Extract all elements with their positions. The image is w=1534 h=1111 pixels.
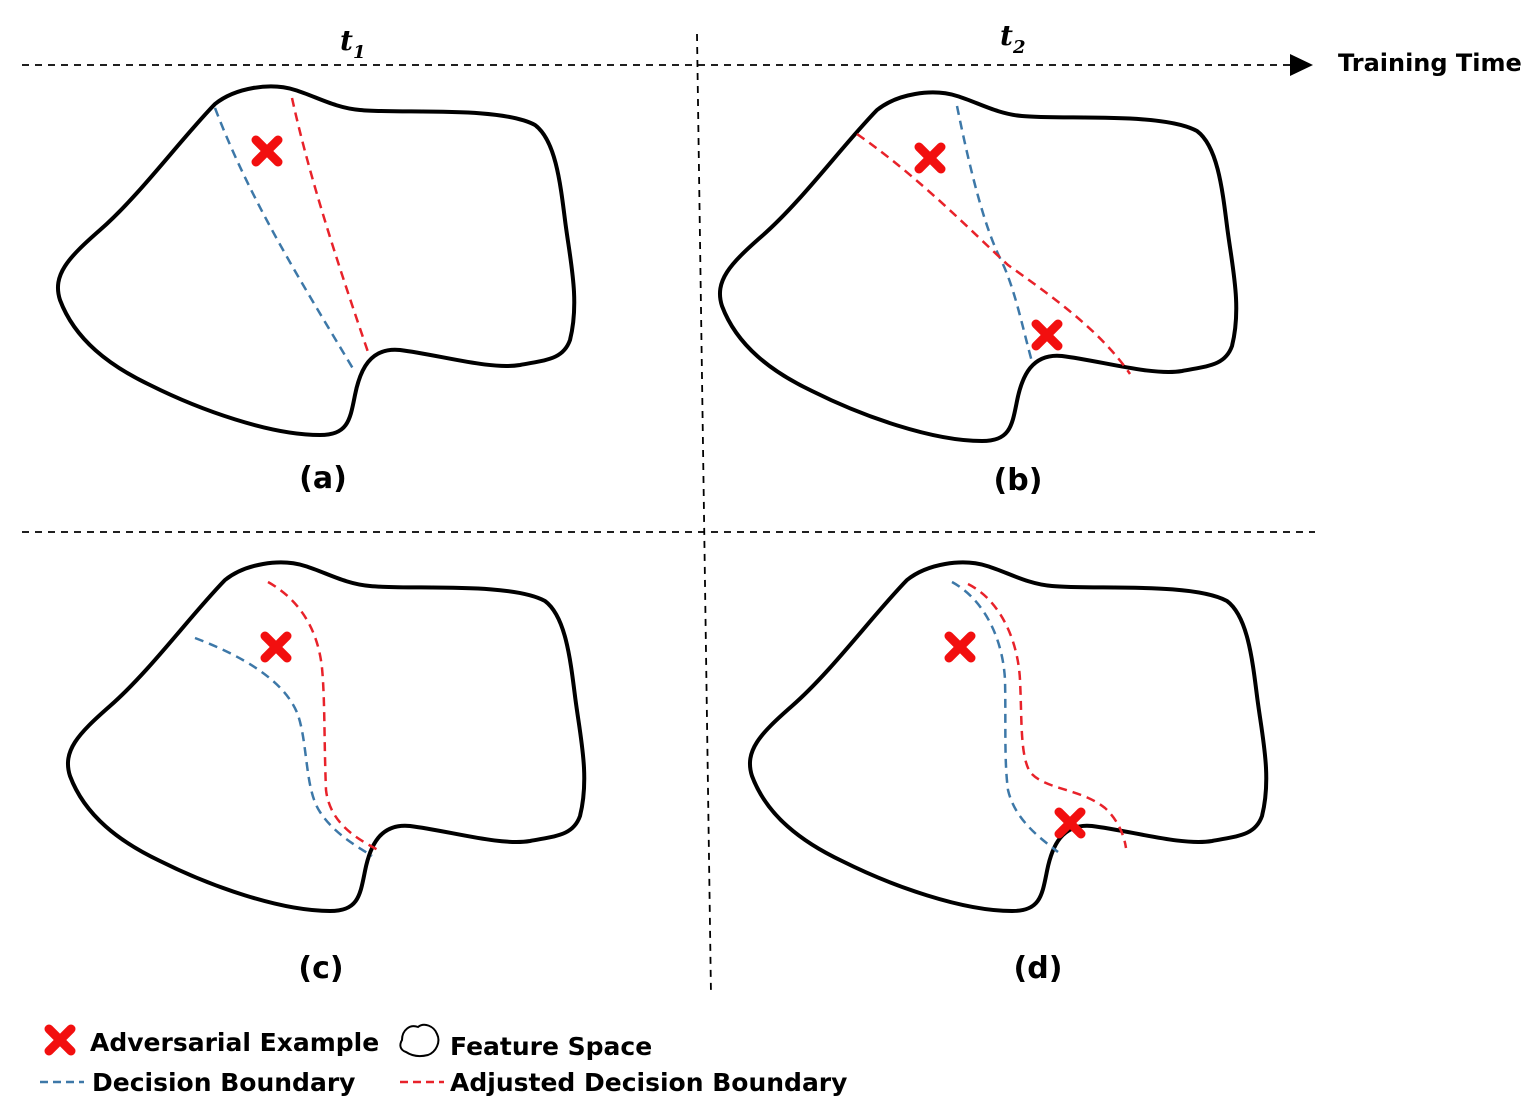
arrow-right-icon — [1290, 54, 1313, 76]
panel-c: (c) — [65, 560, 587, 986]
panel-label-a: (a) — [299, 461, 347, 496]
decision-boundary-line — [213, 107, 357, 373]
panel-a: (a) — [55, 84, 577, 496]
adversarial-example-icon — [49, 1029, 71, 1051]
decision-boundary-line — [194, 636, 373, 858]
adjusted-boundary-line — [290, 97, 370, 353]
adjusted-boundary-line — [267, 580, 379, 852]
decision-boundary-line — [951, 580, 1059, 853]
panel-label-d: (d) — [1014, 951, 1063, 986]
feature-space-outline — [55, 84, 577, 437]
panel-label-c: (c) — [298, 951, 343, 986]
t2-label: t2 — [1000, 19, 1025, 58]
t1-label: t1 — [340, 24, 365, 63]
training-time-label: Training Time — [1338, 49, 1522, 77]
legend-adversarial-label: Adversarial Example — [90, 1028, 379, 1057]
feature-space-outline — [717, 90, 1239, 443]
panel-d: (d) — [747, 560, 1269, 986]
legend-adjusted-label: Adjusted Decision Boundary — [450, 1068, 847, 1097]
legend-decision-label: Decision Boundary — [92, 1068, 355, 1097]
feature-space-outline — [65, 560, 587, 913]
feature-space-icon — [399, 1023, 440, 1057]
legend-feature-space-label: Feature Space — [450, 1032, 652, 1061]
feature-space-outline — [747, 560, 1269, 913]
adversarial-example-marker — [256, 140, 278, 162]
vertical-divider — [696, 33, 712, 996]
decision-boundary-line — [955, 105, 1034, 363]
panel-b: (b) — [717, 90, 1239, 498]
legend: Adversarial Example Feature Space Decisi… — [40, 1023, 847, 1097]
adjusted-boundary-line — [967, 582, 1128, 849]
panel-label-b: (b) — [994, 463, 1043, 498]
adjusted-boundary-line — [856, 132, 1132, 375]
adversarial-example-marker — [919, 147, 941, 169]
adversarial-example-marker — [1036, 324, 1058, 346]
adversarial-example-marker — [265, 636, 287, 658]
adversarial-example-marker — [949, 636, 971, 658]
